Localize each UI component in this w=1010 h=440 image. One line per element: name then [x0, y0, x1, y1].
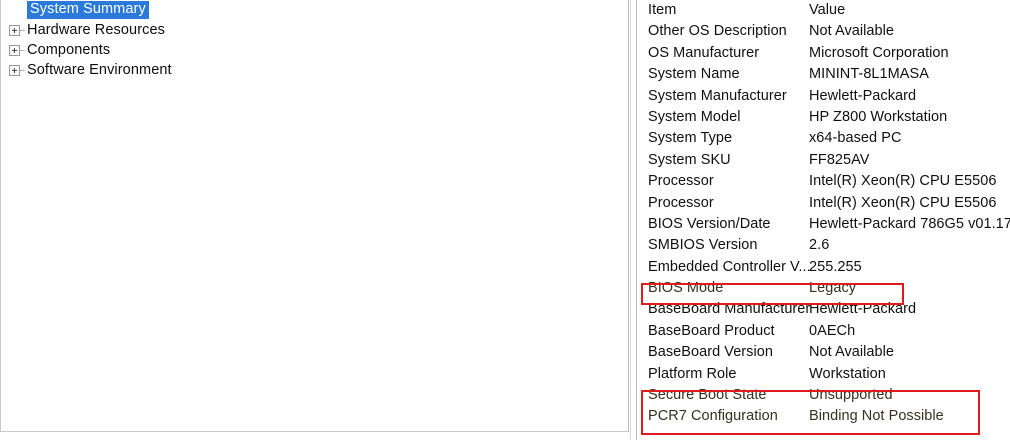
detail-item-value: Value — [809, 2, 846, 18]
detail-item-name: PCR7 Configuration — [648, 408, 778, 425]
table-row[interactable]: System Name MININT-8L1MASA — [637, 64, 1010, 85]
detail-item-value: FF825AV — [809, 151, 870, 168]
detail-item-value: Unsupported — [809, 387, 893, 404]
table-row[interactable]: Processor Intel(R) Xeon(R) CPU E5506 — [637, 171, 1010, 192]
detail-item-name: BIOS Mode — [648, 280, 724, 297]
detail-item-name: BIOS Version/Date — [648, 215, 771, 232]
detail-item-value: 2.6 — [809, 237, 830, 254]
detail-item-value: Legacy — [809, 280, 857, 297]
table-column-header[interactable]: Item Value — [637, 0, 1010, 21]
tree-connector-line — [20, 29, 25, 31]
detail-item-name: System SKU — [648, 151, 731, 168]
detail-item-name: OS Manufacturer — [648, 44, 760, 61]
tree-item-label: Software Environment — [27, 62, 172, 78]
detail-item-name: BaseBoard Version — [648, 344, 773, 361]
detail-item-name: System Type — [648, 130, 733, 147]
detail-item-value: Hewlett-Packard — [809, 301, 917, 318]
expand-plus-icon[interactable] — [9, 24, 20, 36]
table-row[interactable]: Secure Boot State Unsupported — [637, 385, 1010, 406]
detail-item-name: Processor — [648, 173, 714, 190]
detail-item-name: System Manufacturer — [648, 87, 787, 104]
detail-item-name: Item — [648, 2, 677, 18]
table-row[interactable]: BaseBoard Product 0AECh — [637, 321, 1010, 342]
detail-item-value: Intel(R) Xeon(R) CPU E5506 — [809, 173, 997, 190]
detail-item-name: SMBIOS Version — [648, 237, 758, 254]
table-row[interactable]: OS Manufacturer Microsoft Corporation — [637, 43, 1010, 64]
table-row[interactable]: System Model HP Z800 Workstation — [637, 107, 1010, 128]
table-row[interactable]: System Manufacturer Hewlett-Packard — [637, 86, 1010, 107]
detail-item-value: 0AECh — [809, 322, 856, 339]
detail-item-name: Other OS Description — [648, 23, 787, 40]
tree-item-components[interactable]: Components — [1, 40, 628, 60]
detail-item-name: System Model — [648, 108, 741, 125]
detail-item-name: BaseBoard Product — [648, 322, 775, 339]
detail-item-name: Embedded Controller V... — [648, 258, 811, 275]
table-row[interactable]: Processor Intel(R) Xeon(R) CPU E5506 — [637, 193, 1010, 214]
detail-item-value: Not Available — [809, 344, 895, 361]
table-row[interactable]: BIOS Mode Legacy — [637, 278, 1010, 299]
detail-item-value: Workstation — [809, 365, 886, 382]
tree-item-hardware-resources[interactable]: Hardware Resources — [1, 20, 628, 40]
detail-item-name: System Name — [648, 66, 740, 83]
tree-item-system-summary[interactable]: System Summary — [1, 0, 628, 20]
table-row[interactable]: BaseBoard Version Not Available — [637, 342, 1010, 363]
tree-connector-line — [20, 49, 25, 51]
tree-item-label: Hardware Resources — [27, 22, 165, 38]
detail-item-name: BaseBoard Manufacturer — [648, 301, 811, 318]
tree-connector-line — [20, 69, 25, 71]
tree-item-label: Components — [27, 42, 111, 58]
detail-item-value: Intel(R) Xeon(R) CPU E5506 — [809, 194, 997, 211]
detail-item-value: MININT-8L1MASA — [809, 66, 929, 83]
table-row[interactable]: Other OS Description Not Available — [637, 21, 1010, 42]
detail-item-value: HP Z800 Workstation — [809, 108, 948, 125]
expand-plus-icon[interactable] — [9, 44, 20, 56]
expand-plus-icon[interactable] — [9, 64, 20, 76]
detail-item-value: Not Available — [809, 23, 895, 40]
tree-item-software-environment[interactable]: Software Environment — [1, 60, 628, 80]
table-row[interactable]: PCR7 Configuration Binding Not Possible — [637, 406, 1010, 427]
detail-item-value: Microsoft Corporation — [809, 44, 949, 61]
table-row[interactable]: System Type x64-based PC — [637, 128, 1010, 149]
detail-item-name: Processor — [648, 194, 714, 211]
detail-item-name: Platform Role — [648, 365, 737, 382]
table-row[interactable]: System SKU FF825AV — [637, 150, 1010, 171]
detail-item-value: Hewlett-Packard 786G5 v01.17, 8/ — [809, 215, 1010, 232]
detail-item-value: 255.255 — [809, 258, 862, 275]
table-row[interactable]: BIOS Version/Date Hewlett-Packard 786G5 v… — [637, 214, 1010, 235]
detail-item-name: Secure Boot State — [648, 387, 767, 404]
detail-item-value: x64-based PC — [809, 130, 902, 147]
table-row[interactable]: SMBIOS Version 2.6 — [637, 235, 1010, 256]
table-row[interactable]: Embedded Controller V...255.255 — [637, 257, 1010, 278]
detail-item-value: Hewlett-Packard — [809, 87, 917, 104]
table-row[interactable]: Platform Role Workstation — [637, 364, 1010, 385]
tree-item-label: System Summary — [27, 0, 149, 20]
detail-item-value: Binding Not Possible — [809, 408, 944, 425]
